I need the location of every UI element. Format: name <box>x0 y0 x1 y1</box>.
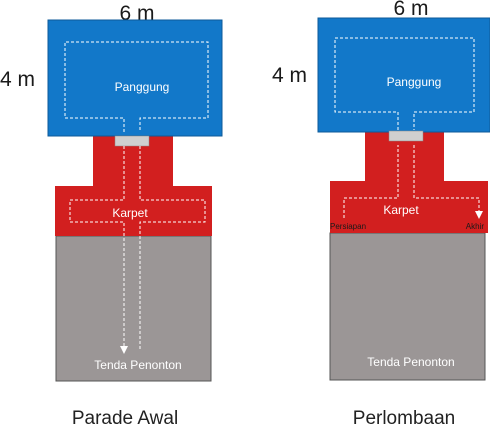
right-height-label: 4 m <box>272 64 307 87</box>
left-parade-path <box>69 146 128 354</box>
right-stage-path <box>334 37 475 130</box>
right-stage-step <box>388 130 424 142</box>
right-audience-label: Tenda Penonton <box>367 355 454 369</box>
left-width-label: 6 m <box>119 2 154 25</box>
left-audience-label: Tenda Penonton <box>94 358 181 372</box>
right-stage <box>317 17 490 133</box>
right-end-label: Akhir <box>466 222 485 231</box>
right-end-path <box>413 145 483 219</box>
left-diagram: 6 m 4 m Panggung Karpet Tenda Penonton P… <box>0 2 223 429</box>
right-diagram: 6 m 4 m Panggung Karpet Persiapan Akhir … <box>272 0 490 429</box>
right-start-path <box>343 145 399 218</box>
left-stage-path <box>64 41 209 132</box>
right-width-label: 6 m <box>393 0 428 20</box>
right-start-label: Persiapan <box>330 222 366 231</box>
left-caption: Parade Awal <box>72 408 178 429</box>
right-audience-area <box>329 232 486 381</box>
left-carpet-label: Karpet <box>112 206 148 220</box>
left-stage-label: Panggung <box>115 80 170 94</box>
left-stage-step <box>114 135 150 147</box>
right-carpet-wide <box>330 181 488 233</box>
right-stage-label: Panggung <box>387 75 442 89</box>
left-height-label: 4 m <box>0 68 35 91</box>
left-stage <box>47 19 223 137</box>
right-carpet-label: Karpet <box>383 203 419 217</box>
left-parade-path-return <box>139 146 206 350</box>
left-carpet-wide <box>55 186 212 236</box>
right-caption: Perlombaan <box>353 408 455 429</box>
left-audience-area <box>55 235 212 382</box>
